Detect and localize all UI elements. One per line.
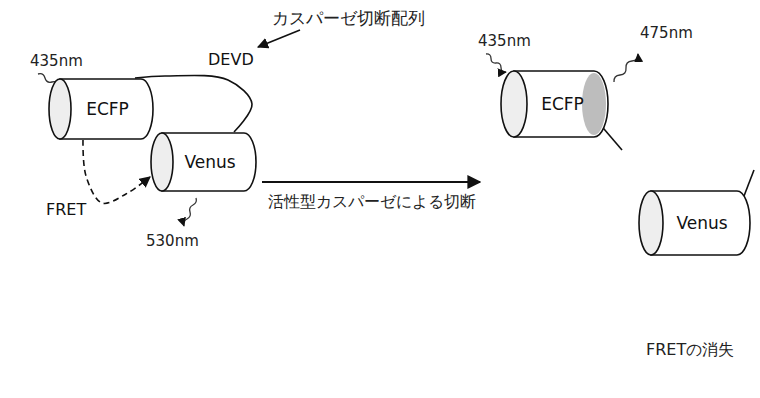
protein-name: ECFP xyxy=(541,94,584,114)
cylinder-body xyxy=(162,133,256,191)
cut-linker xyxy=(744,170,754,196)
annotation-label: 530nm xyxy=(146,232,199,250)
protein-cylinder: ECFP xyxy=(48,78,153,140)
annotation-label: FRETの消失 xyxy=(646,340,734,359)
emission-light xyxy=(614,54,638,82)
annotation-label: 435nm xyxy=(30,52,83,70)
reaction-arrow xyxy=(262,181,480,183)
excitation-light xyxy=(486,54,506,72)
annotation-label: カスパーゼ切断配列 xyxy=(272,8,425,28)
protein-cylinder: Venus xyxy=(638,190,750,256)
cylinder-body xyxy=(60,79,153,139)
fret-arrow xyxy=(83,140,150,203)
protein-name: Venus xyxy=(184,152,235,172)
protein-cylinder: Venus xyxy=(150,132,256,192)
leader-arrow xyxy=(258,30,300,47)
protein-name: ECFP xyxy=(86,99,129,119)
cylinder-face xyxy=(639,191,663,255)
annotation-label: 435nm xyxy=(478,32,531,50)
protein-name: Venus xyxy=(676,213,727,233)
protein-cylinder: ECFP xyxy=(500,70,608,138)
cut-face xyxy=(582,73,606,135)
annotation-label: 活性型カスパーゼによる切断 xyxy=(268,192,476,211)
edge-label: FRET xyxy=(44,200,88,219)
cylinder-body xyxy=(514,71,608,137)
cylinder-body xyxy=(651,191,750,255)
cylinder-face xyxy=(49,79,71,139)
cylinder-face xyxy=(151,133,173,191)
emission-light xyxy=(184,198,197,226)
annotation-label: 475nm xyxy=(640,24,693,42)
cylinder-face xyxy=(501,71,527,137)
edge-label: DEVD xyxy=(206,50,256,69)
